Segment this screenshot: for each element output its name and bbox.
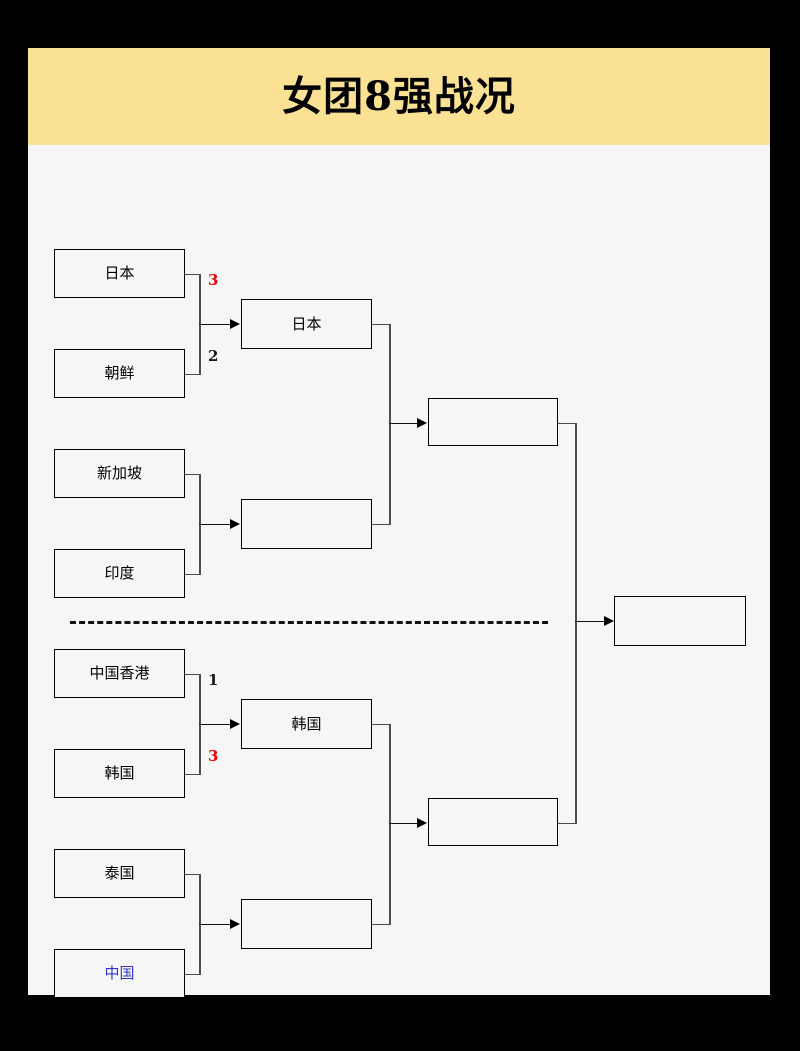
team-label: 朝鲜 — [104, 364, 135, 382]
bracket-semifinal-box-1[interactable] — [428, 398, 558, 446]
bracket-semifinal-box-2[interactable] — [428, 798, 558, 846]
connector-line — [199, 523, 231, 525]
connector-line — [185, 773, 200, 775]
connector-line — [558, 422, 576, 424]
connector-line — [389, 822, 418, 824]
connector-line — [185, 873, 200, 875]
connector-line — [372, 323, 390, 325]
connector-line — [372, 523, 390, 525]
connector-arrow-icon — [230, 919, 240, 929]
team-label: 中国香港 — [89, 664, 150, 682]
bracket-final-box[interactable] — [614, 596, 746, 646]
bracket-round2-box-4[interactable] — [241, 899, 372, 949]
connector-arrow-icon — [417, 818, 427, 828]
connector-line — [199, 323, 231, 325]
bracket-round2-box-3[interactable]: 韩国 — [241, 699, 372, 749]
bracket-team-box-2[interactable]: 朝鲜 — [54, 349, 185, 398]
bracket-team-box-1[interactable]: 日本 — [54, 249, 185, 298]
title-banner: 女团8强战况 — [28, 48, 770, 145]
connector-line — [185, 673, 200, 675]
team-label: 日本 — [104, 264, 135, 282]
connector-line — [199, 923, 231, 925]
connector-line — [389, 723, 391, 925]
connector-line — [558, 822, 576, 824]
connector-arrow-icon — [604, 616, 614, 626]
bracket-round2-box-2[interactable] — [241, 499, 372, 549]
score-label-match1-bottom: 2 — [208, 347, 219, 365]
connector-arrow-icon — [417, 418, 427, 428]
tournament-bracket: 日本 朝鲜 新加坡 印度 中国香港 韩国 泰国 中国 日本 韩国 — [28, 145, 770, 998]
score-label-match1-top: 3 — [208, 271, 219, 289]
score-label-match3-top: 1 — [208, 671, 219, 689]
slide-canvas: 女团8强战况 日本 朝鲜 新加坡 印度 中国香港 韩国 泰国 中国 日本 — [28, 48, 770, 998]
connector-line — [185, 473, 200, 475]
connector-line — [199, 723, 231, 725]
team-label: 韩国 — [104, 764, 135, 782]
connector-arrow-icon — [230, 719, 240, 729]
team-label: 泰国 — [104, 864, 135, 882]
team-label: 日本 — [291, 314, 322, 333]
connector-line — [389, 422, 418, 424]
connector-line — [389, 323, 391, 525]
connector-line — [372, 723, 390, 725]
bracket-team-box-7[interactable]: 泰国 — [54, 849, 185, 898]
connector-line — [185, 573, 200, 575]
page-title: 女团8强战况 — [282, 72, 516, 120]
connector-arrow-icon — [230, 519, 240, 529]
team-label: 中国 — [104, 964, 135, 982]
score-label-match3-bottom: 3 — [208, 747, 219, 765]
connector-line — [185, 973, 200, 975]
bracket-team-box-8[interactable]: 中国 — [54, 949, 185, 998]
bracket-team-box-5[interactable]: 中国香港 — [54, 649, 185, 698]
connector-line — [185, 373, 200, 375]
connector-line — [575, 422, 577, 824]
team-label: 新加坡 — [96, 464, 142, 482]
bracket-round2-box-1[interactable]: 日本 — [241, 299, 372, 349]
bracket-team-box-4[interactable]: 印度 — [54, 549, 185, 598]
connector-line — [185, 273, 200, 275]
connector-line — [575, 620, 605, 622]
connector-line — [372, 923, 390, 925]
bracket-team-box-6[interactable]: 韩国 — [54, 749, 185, 798]
connector-arrow-icon — [230, 319, 240, 329]
team-label: 韩国 — [291, 714, 322, 733]
bracket-team-box-3[interactable]: 新加坡 — [54, 449, 185, 498]
team-label: 印度 — [104, 564, 135, 582]
bracket-half-divider — [70, 621, 548, 624]
